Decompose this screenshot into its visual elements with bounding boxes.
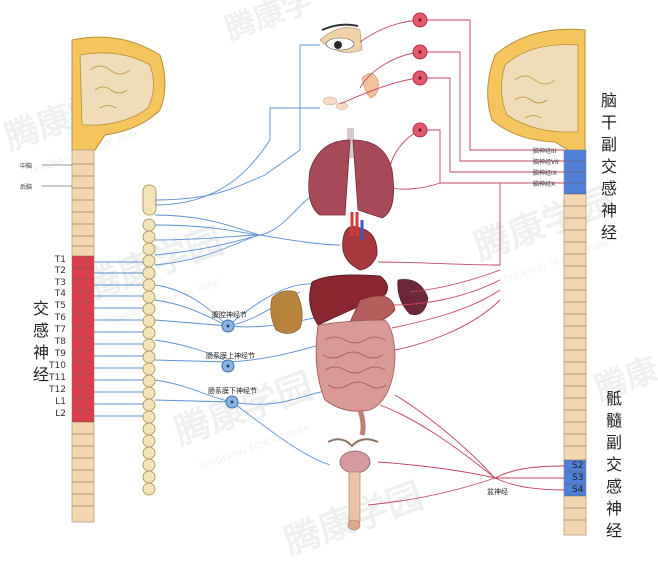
sacral-label: S2 bbox=[572, 461, 584, 471]
intestines bbox=[315, 319, 396, 436]
sacral-label: S3 bbox=[572, 473, 584, 483]
segment-label: T12 bbox=[49, 385, 66, 395]
svg-text:腾康: 腾康 bbox=[590, 350, 658, 408]
sympathetic-nerve-lines bbox=[94, 44, 341, 466]
cranial-nerve-label: 脑神经X bbox=[533, 181, 556, 188]
segment-label: T7 bbox=[54, 325, 66, 335]
segment-label: T6 bbox=[54, 313, 66, 323]
segment-label: T9 bbox=[54, 349, 66, 359]
segment-label: T5 bbox=[54, 301, 66, 311]
sacral-parasympathetic-title: 骶 髓 副 交 感 神 经 bbox=[605, 389, 622, 540]
segment-label: T2 bbox=[54, 266, 66, 276]
svg-text:腾康学园: 腾康学园 bbox=[169, 365, 319, 454]
segment-label: T10 bbox=[49, 361, 66, 371]
superior-mesenteric-ganglion-label: 肠系膜上神经节 bbox=[206, 352, 255, 360]
parasympathetic-nerve-lines bbox=[339, 19, 565, 506]
segment-label: L2 bbox=[55, 409, 66, 419]
left-brain bbox=[71, 36, 166, 151]
midbrain-label: 中脑 bbox=[20, 163, 33, 170]
cranial-nerve-label: 脑神经VII bbox=[533, 159, 559, 166]
hindbrain-label: 后脑 bbox=[20, 184, 33, 191]
inferior-mesenteric-ganglion-label: 肠系膜下神经节 bbox=[208, 387, 257, 395]
parasympathetic-ganglia bbox=[412, 12, 428, 138]
left-spinal-cord bbox=[42, 149, 95, 523]
celiac-ganglion-label: 腹腔神经节 bbox=[212, 311, 247, 319]
bladder-reproductive bbox=[327, 438, 379, 531]
right-brain bbox=[487, 28, 586, 151]
sympathetic-chain bbox=[142, 184, 157, 496]
ganglion-nodes bbox=[221, 319, 239, 409]
eye bbox=[319, 23, 363, 53]
lungs bbox=[308, 128, 395, 219]
brainstem-parasympathetic-title: 脑 干 副 交 感 神 经 bbox=[600, 91, 617, 242]
right-spinal-cord bbox=[563, 149, 587, 536]
cranial-nerve-label: 脑神经III bbox=[533, 148, 557, 155]
sympathetic-title: 交 感 神 经 bbox=[32, 299, 49, 384]
svg-text:腾康学: 腾康学 bbox=[221, 0, 318, 48]
sacral-label: S4 bbox=[572, 485, 584, 495]
segment-label: T3 bbox=[54, 278, 66, 288]
heart bbox=[342, 212, 378, 271]
segment-label: T8 bbox=[54, 337, 66, 347]
liver-stomach-spleen bbox=[270, 274, 429, 334]
segment-label: T1 bbox=[54, 255, 66, 265]
pelvic-nerve-label: 盆神经 bbox=[487, 488, 508, 496]
segment-label: L1 bbox=[55, 397, 66, 407]
cranial-nerve-label: 脑神经IX bbox=[533, 170, 557, 177]
segment-label: T4 bbox=[54, 289, 66, 299]
segment-label: T11 bbox=[49, 373, 66, 383]
svg-text:腾康学园: 腾康学园 bbox=[469, 180, 619, 269]
